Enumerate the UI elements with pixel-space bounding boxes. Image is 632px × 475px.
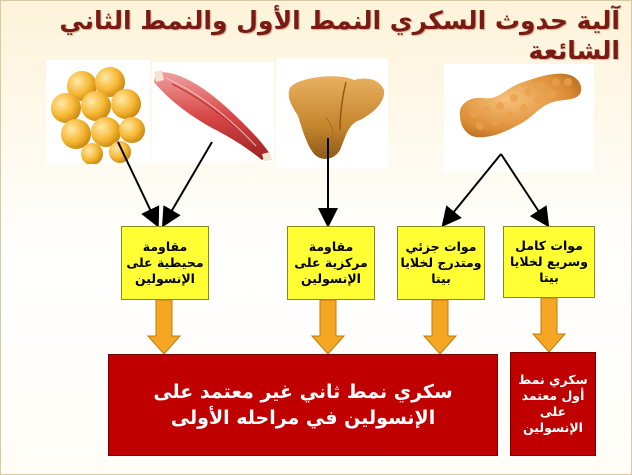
partial-beta-death-label: موات جزئي ومتدرج لخلايا بيتا [400, 239, 482, 286]
arrow-fat-to-peripheral [117, 141, 160, 228]
arrow-muscle-to-peripheral [161, 141, 213, 228]
complete-beta-death-label: موات كامل وسريع لخلايا بيتا [509, 238, 588, 285]
arrow-pancreas-to-partial [441, 153, 502, 228]
peripheral-resistance-box: مقاومة محيطية على الإنسولين [121, 226, 209, 300]
slide-title: آلية حدوث السكري النمط الأول والنمط الثا… [59, 6, 620, 65]
fat-cells-image [46, 60, 150, 165]
type1-diabetes-label: سكري نمط أول معتمد على الإنسولين [518, 372, 588, 435]
liver-icon [288, 76, 385, 159]
muscle-image [152, 62, 274, 162]
pancreas-icon [459, 73, 582, 138]
complete-beta-death-box: موات كامل وسريع لخلايا بيتا [503, 226, 595, 298]
type1-diabetes-box: سكري نمط أول معتمد على الإنسولين [510, 352, 596, 456]
type2-diabetes-label: سكري نمط ثاني غير معتمد على الإنسولين في… [153, 381, 453, 429]
orange-arrow-peripheral [146, 299, 182, 355]
muscle-icon [154, 70, 272, 161]
liver-image [276, 58, 388, 168]
partial-beta-death-box: موات جزئي ومتدرج لخلايا بيتا [397, 226, 485, 300]
pancreas-image [444, 64, 594, 172]
central-resistance-label: مقاومة مركزية على الإنسولين [294, 239, 368, 286]
arrow-pancreas-to-complete [500, 153, 550, 228]
type2-diabetes-box: سكري نمط ثاني غير معتمد على الإنسولين في… [108, 354, 498, 456]
orange-arrow-complete [531, 297, 567, 353]
orange-arrow-central [310, 299, 346, 355]
fat-cells-icon [51, 67, 145, 165]
orange-arrow-partial [422, 299, 458, 355]
peripheral-resistance-label: مقاومة محيطية على الإنسولين [126, 239, 204, 286]
central-resistance-box: مقاومة مركزية على الإنسولين [287, 226, 375, 300]
